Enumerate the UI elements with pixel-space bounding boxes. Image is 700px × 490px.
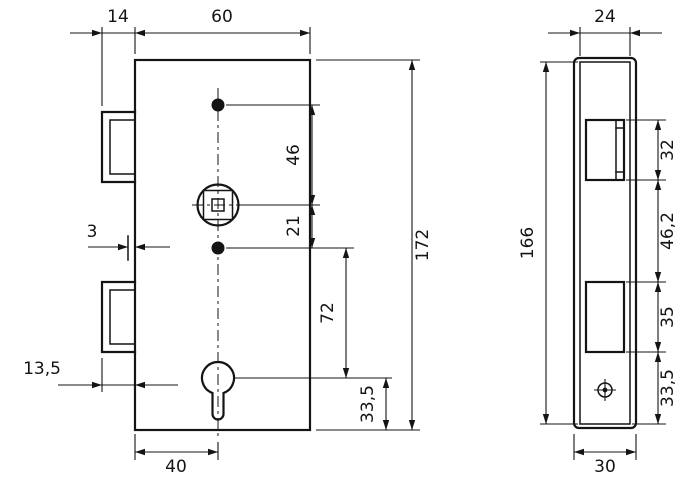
dim-label-33-5-side: 33,5 <box>658 369 678 407</box>
dim-label-14: 14 <box>107 7 129 27</box>
dim-backset: 40 <box>134 434 219 477</box>
latch-cutout <box>584 118 626 182</box>
dim-label-32: 32 <box>658 139 678 161</box>
euro-cylinder-hole <box>200 360 236 421</box>
weld-tab-top-inner <box>109 119 136 175</box>
dim-plate-width: 30 <box>573 434 637 477</box>
dim-label-46-2: 46,2 <box>658 212 678 250</box>
dim-label-72: 72 <box>318 302 338 324</box>
deadbolt-cutout <box>584 280 626 354</box>
dim-label-13-5: 13,5 <box>23 359 61 379</box>
dim-label-60: 60 <box>211 7 233 27</box>
dim-plate-height: 166 <box>518 61 578 425</box>
case-front-face <box>579 61 631 425</box>
dim-label-172: 172 <box>413 229 433 261</box>
dim-label-35: 35 <box>658 306 678 328</box>
side-view: 24 166 32 46,2 35 33,5 <box>518 7 678 477</box>
dim-label-24: 24 <box>594 7 616 27</box>
dim-label-30: 30 <box>594 457 616 477</box>
dim-label-40: 40 <box>165 457 187 477</box>
dim-label-21: 21 <box>284 215 304 237</box>
screw-hole-center <box>602 387 608 393</box>
dim-label-46: 46 <box>284 144 304 166</box>
dim-case-width: 60 <box>135 7 311 54</box>
weld-tab-bottom-inner <box>109 289 136 345</box>
weld-tab-top <box>100 110 137 184</box>
dim-tab-bottom: 13,5 <box>23 358 178 392</box>
weld-tab-bottom <box>100 280 137 354</box>
dim-tab-top: 14 <box>70 7 136 106</box>
dim-case-depth: 24 <box>548 7 662 56</box>
dim-vertical-chain: 46 21 72 33,5 172 <box>226 59 433 431</box>
dim-label-3: 3 <box>87 222 98 242</box>
dim-label-166: 166 <box>518 227 538 259</box>
dim-plate-thickness: 3 <box>87 222 170 251</box>
faceplate-outline <box>572 56 638 430</box>
dim-label-33-5-front: 33,5 <box>358 385 378 423</box>
follower-square <box>202 189 234 221</box>
dim-side-chain: 32 46,2 35 33,5 <box>626 119 678 425</box>
front-view: 14 60 3 13,5 <box>23 7 433 477</box>
